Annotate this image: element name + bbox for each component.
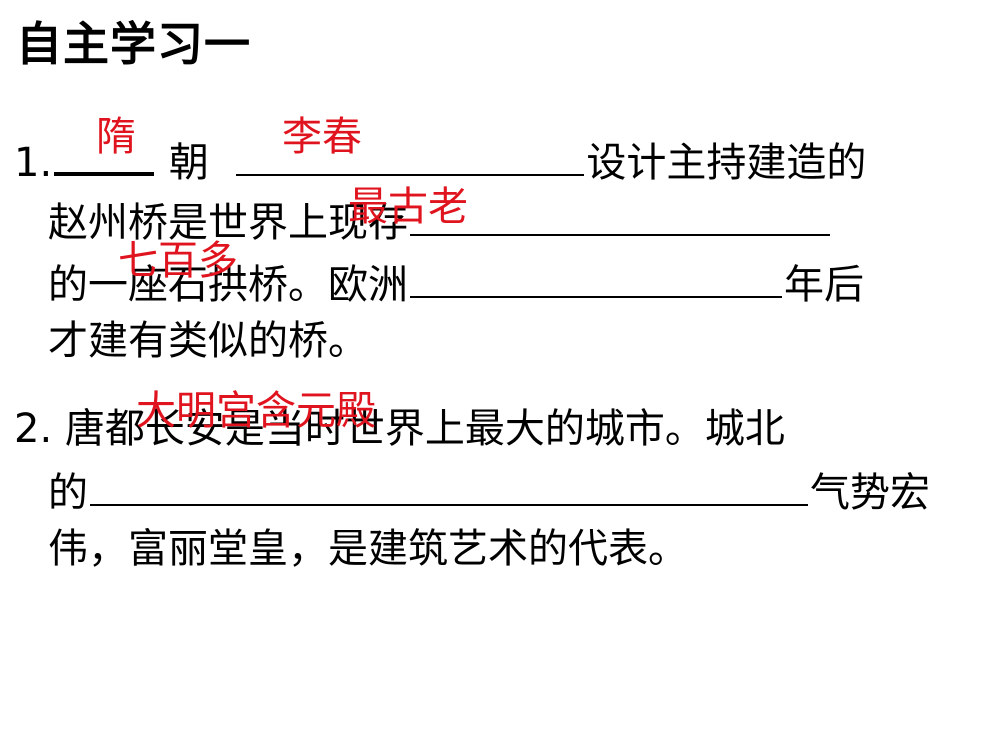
q2-blank-palace: [90, 464, 808, 506]
q2-number: 2.: [14, 406, 53, 452]
q2-line-3: 伟，富丽堂皇，是建筑艺术的代表。: [48, 524, 688, 574]
q1-text-4: 的一座石拱桥。欧洲: [48, 262, 408, 308]
q2-text-3: 气势宏: [810, 470, 930, 516]
q1-text-5: 年后: [784, 262, 864, 308]
page-title: 自主学习一: [16, 17, 251, 71]
q1-text-3: 赵州桥是世界上现存: [48, 200, 408, 246]
q2-line-1: 2. 唐都长安是当时世界上最大的城市。城北: [14, 404, 785, 454]
q2-text-2: 的: [48, 470, 88, 516]
q1-blank-years: [410, 256, 782, 298]
q1-line-1: 1. 朝 设计主持建造的: [14, 132, 866, 188]
q2-line-2: 的 气势宏: [48, 464, 930, 518]
q1-blank-designer: [236, 134, 585, 176]
q2-text-1: 唐都长安是当时世界上最大的城市。城北: [64, 406, 785, 452]
q1-text-6: 才建有类似的桥。: [48, 318, 368, 364]
q1-blank-dynasty: [54, 132, 155, 176]
q1-blank-oldest: [410, 194, 830, 236]
q1-number: 1.: [14, 140, 53, 186]
q1-line-2: 赵州桥是世界上现存: [48, 194, 832, 248]
q1-line-3: 的一座石拱桥。欧洲 年后: [48, 256, 864, 310]
q2-text-4: 伟，富丽堂皇，是建筑艺术的代表。: [48, 526, 688, 572]
q1-text-1: 朝: [168, 140, 209, 186]
q1-line-4: 才建有类似的桥。: [48, 316, 368, 366]
q1-text-2: 设计主持建造的: [586, 140, 867, 186]
